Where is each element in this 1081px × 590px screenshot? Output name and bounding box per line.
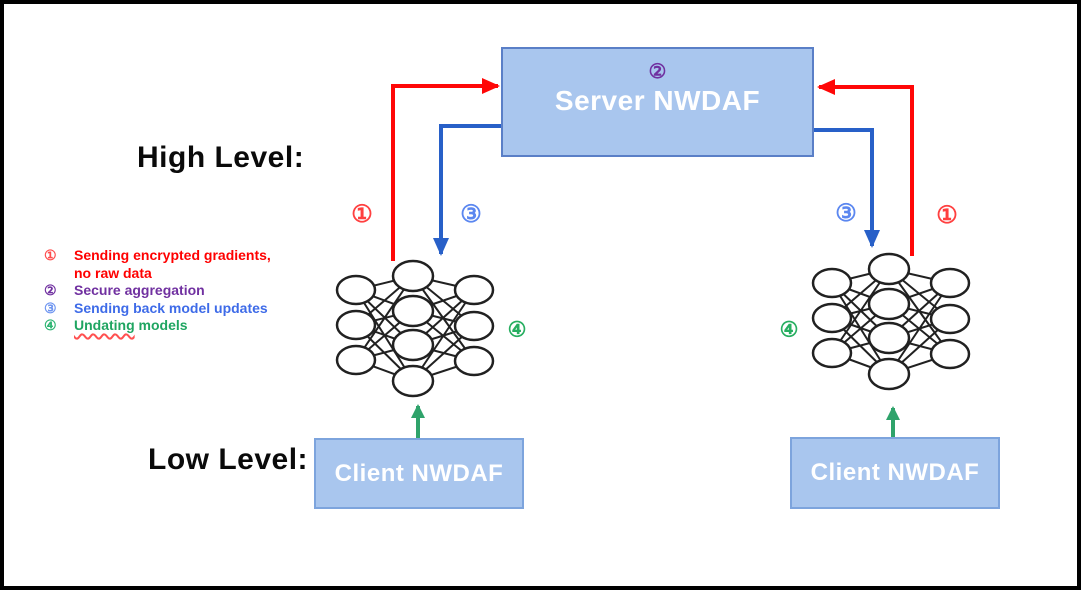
legend-item-4: ④ Undating models — [44, 317, 329, 335]
legend-item-3: ③ Sending back model updates — [44, 300, 329, 318]
legend-item-1: ① Sending encrypted gradients,no raw dat… — [44, 247, 329, 282]
arrow-model-updates-left-icon — [433, 124, 501, 256]
legend-text-3: Sending back model updates — [74, 299, 268, 316]
legend-text-2: Secure aggregation — [74, 282, 205, 298]
client-nwdaf-label-right: Client NWDAF — [810, 459, 980, 486]
legend-num-3: ③ — [44, 299, 57, 316]
step3-marker-left: ③ — [460, 201, 482, 228]
legend-num-2: ② — [44, 282, 57, 298]
high-level-label: High Level: — [137, 141, 305, 174]
server-nwdaf-box: ② Server NWDAF — [501, 47, 814, 157]
neural-network-left — [335, 259, 495, 398]
arrow-gradients-left-icon — [391, 78, 500, 261]
step4-marker-right: ④ — [779, 318, 799, 342]
legend-text-4: Undating models — [74, 317, 188, 333]
low-level-label: Low Level: — [148, 443, 309, 476]
arrow-gradients-right-icon — [817, 79, 914, 256]
legend-num-4: ④ — [44, 317, 57, 333]
legend-text-1: Sending encrypted gradients,no raw data — [74, 247, 271, 281]
step3-marker-right: ③ — [835, 200, 857, 227]
neural-network-right — [811, 252, 971, 391]
client-nwdaf-box-left: Client NWDAF — [314, 438, 524, 509]
client-nwdaf-box-right: Client NWDAF — [790, 437, 1000, 509]
server-nwdaf-label: Server NWDAF — [554, 85, 761, 116]
legend-num-1: ① — [44, 247, 57, 263]
step1-marker-left: ① — [351, 201, 373, 228]
client-nwdaf-label-left: Client NWDAF — [334, 459, 504, 487]
legend-item-2: ② Secure aggregation — [44, 282, 329, 300]
step4-marker-left: ④ — [507, 318, 527, 342]
step1-marker-right: ① — [936, 202, 958, 229]
legend: ① Sending encrypted gradients,no raw dat… — [44, 247, 329, 335]
arrow-model-updates-right-icon — [814, 128, 880, 248]
step2-badge: ② — [648, 61, 667, 83]
